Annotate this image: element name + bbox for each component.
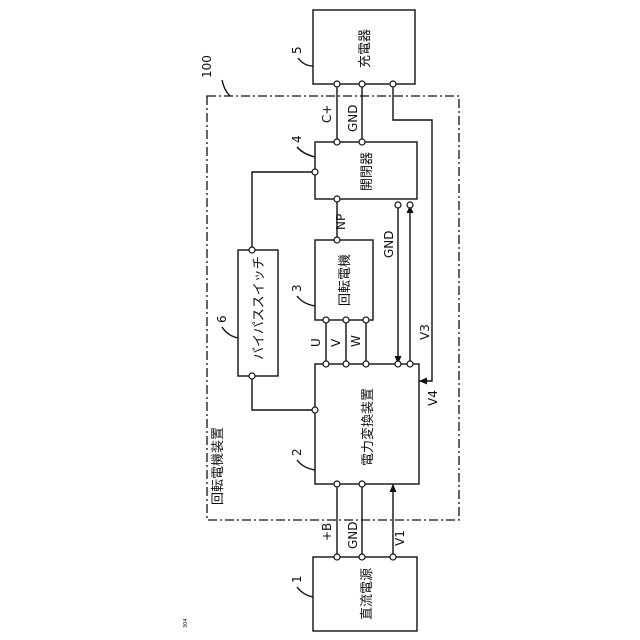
terminal [363,361,369,367]
terminal [390,554,396,560]
terminal [343,361,349,367]
signal-c-plus: C+ [320,105,334,123]
charger-ref-leader [298,58,313,66]
terminal [390,81,396,87]
frame-ref-leader [222,80,230,96]
switch-ref-leader [297,147,315,157]
bypass-ref-leader [222,327,238,338]
arrow-v1 [390,484,397,492]
signal-plus-b: +B [320,523,334,541]
terminal [312,169,318,175]
terminal [359,554,365,560]
terminal [395,202,401,208]
switch-ref-number: 4 [290,135,304,143]
signal-v3: V3 [418,324,432,340]
bypass-ref-number: 6 [215,315,229,323]
terminal [334,81,340,87]
terminal [334,554,340,560]
terminal [334,196,340,202]
signal-w: W [349,335,363,347]
converter-label: 電力変換装置 [360,388,376,466]
signal-v4: V4 [426,390,440,406]
terminal [363,317,369,323]
terminal [395,361,401,367]
signal-gnd-bottom: GND [346,521,360,549]
frame-label: 回転電機装置 [211,427,226,505]
terminal [407,202,413,208]
converter-ref-leader [297,460,315,470]
terminal [249,373,255,379]
signal-v1: V1 [393,530,407,546]
motor-label: 回転電機 [338,254,353,306]
dc-source-label: 直流電源 [360,568,375,620]
terminal [323,317,329,323]
converter-ref-number: 2 [290,448,304,456]
frame-ref-number: 100 [200,55,214,78]
terminal [359,81,365,87]
charger-ref-number: 5 [290,46,304,54]
terminal [323,361,329,367]
signal-gnd-top: GND [346,104,360,132]
wire-switch-bypass [252,172,315,250]
terminal [407,361,413,367]
terminal [312,407,318,413]
dc-source-ref-number: 1 [290,575,304,583]
terminal [249,247,255,253]
wire-bypass-converter [252,376,315,410]
charger-label: 充電器 [357,29,373,68]
signal-u: U [309,338,323,347]
switch-label: 開閉器 [360,152,375,191]
corner-mark: 304 [183,618,189,628]
arrow-v4 [419,378,427,385]
terminal [343,317,349,323]
signal-v: V [329,338,343,347]
motor-ref-number: 3 [290,284,304,292]
terminal [334,237,340,243]
dc-source-ref-leader [297,587,313,597]
terminal [334,481,340,487]
terminal [359,481,365,487]
terminal [334,139,340,145]
motor-ref-leader [297,296,315,306]
bypass-switch-label: バイパススイッチ [252,256,267,360]
signal-gnd-mid: GND [382,230,396,258]
terminal [359,139,365,145]
signal-np: NP [334,214,348,230]
